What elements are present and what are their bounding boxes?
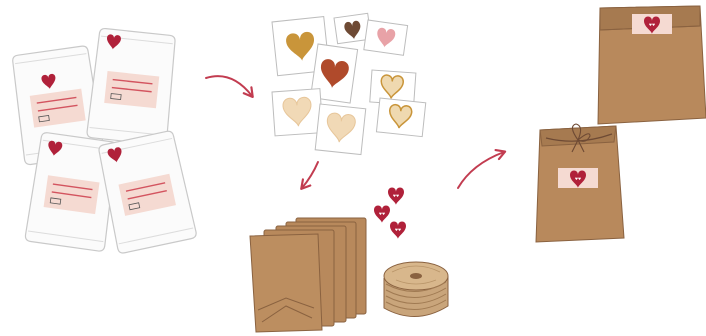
heart-sticker-icon: ♥♥ [390, 222, 406, 240]
packet-stack [10, 28, 197, 254]
arrow-icon [302, 162, 318, 188]
cookie-card-icon [272, 89, 323, 136]
cookie-card-icon [364, 20, 408, 55]
cookie-card-icon [315, 104, 366, 155]
paper-bag-icon [250, 218, 366, 332]
arrow-icon [206, 76, 252, 96]
cookie-card-group [272, 13, 426, 154]
packet-icon [87, 28, 178, 146]
cookie-card-icon [376, 98, 425, 137]
twine-spool-icon [384, 262, 448, 317]
heart-sticker-text: ♥♥ [649, 23, 655, 27]
packet-icon [96, 130, 197, 254]
heart-sticker-group: ♥♥ ♥♥ ♥♥ [374, 188, 406, 240]
paper-bag-icon: ♥♥ [536, 124, 624, 242]
heart-sticker-text: ♥♥ [393, 194, 399, 198]
arrow-icon [458, 152, 504, 188]
heart-sticker-text: ♥♥ [395, 228, 401, 232]
heart-sticker-icon: ♥♥ [374, 206, 390, 224]
flat-paper-bag-stack [250, 218, 366, 332]
heart-sticker-text: ♥♥ [575, 177, 581, 181]
paper-bag-icon: ♥♥ [598, 6, 706, 124]
heart-sticker-text: ♥♥ [379, 212, 385, 216]
heart-sticker-icon: ♥♥ [388, 188, 404, 206]
